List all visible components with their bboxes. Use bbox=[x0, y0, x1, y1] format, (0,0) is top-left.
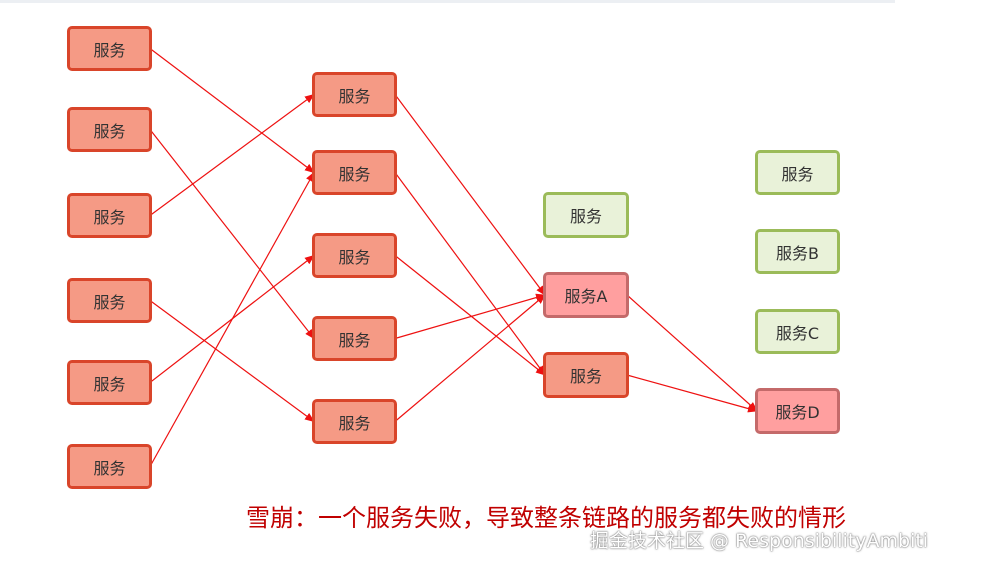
service-node: 服务 bbox=[312, 233, 397, 278]
service-node: 服务C bbox=[755, 309, 840, 354]
dependency-arrow bbox=[626, 294, 758, 412]
dependency-arrow bbox=[149, 171, 315, 467]
watermark: 掘金技术社区 @ ResponsibilityAmbiti bbox=[590, 530, 929, 552]
service-node: 服务B bbox=[755, 229, 840, 274]
service-node: 服务 bbox=[543, 352, 629, 398]
service-node: 服务 bbox=[312, 72, 397, 117]
service-node: 服务 bbox=[67, 193, 152, 238]
dependency-arrow bbox=[394, 172, 546, 376]
service-node: 服务D bbox=[755, 388, 840, 434]
service-node: 服务 bbox=[67, 26, 152, 71]
dependency-arrow bbox=[394, 293, 546, 340]
service-node: 服务 bbox=[67, 444, 152, 489]
dependency-arrow bbox=[149, 48, 315, 174]
service-node: 服务 bbox=[67, 107, 152, 152]
dependency-arrow bbox=[149, 300, 315, 423]
dependency-arrow bbox=[394, 255, 546, 376]
dependency-arrow bbox=[394, 294, 546, 422]
dependency-arrow bbox=[626, 374, 758, 413]
service-node: 服务A bbox=[543, 272, 629, 318]
service-node: 服务 bbox=[543, 192, 629, 238]
service-node: 服务 bbox=[312, 316, 397, 361]
service-node: 服务 bbox=[67, 278, 152, 323]
service-node: 服务 bbox=[312, 150, 397, 195]
dependency-arrow bbox=[394, 94, 546, 296]
dependency-arrow bbox=[149, 129, 315, 340]
dependency-arrow bbox=[149, 93, 315, 216]
service-node: 服务 bbox=[312, 399, 397, 444]
service-node: 服务 bbox=[755, 150, 840, 195]
top-divider bbox=[0, 0, 895, 3]
diagram-caption: 雪崩：一个服务失败，导致整条链路的服务都失败的情形 bbox=[246, 504, 846, 532]
service-node: 服务 bbox=[67, 360, 152, 405]
